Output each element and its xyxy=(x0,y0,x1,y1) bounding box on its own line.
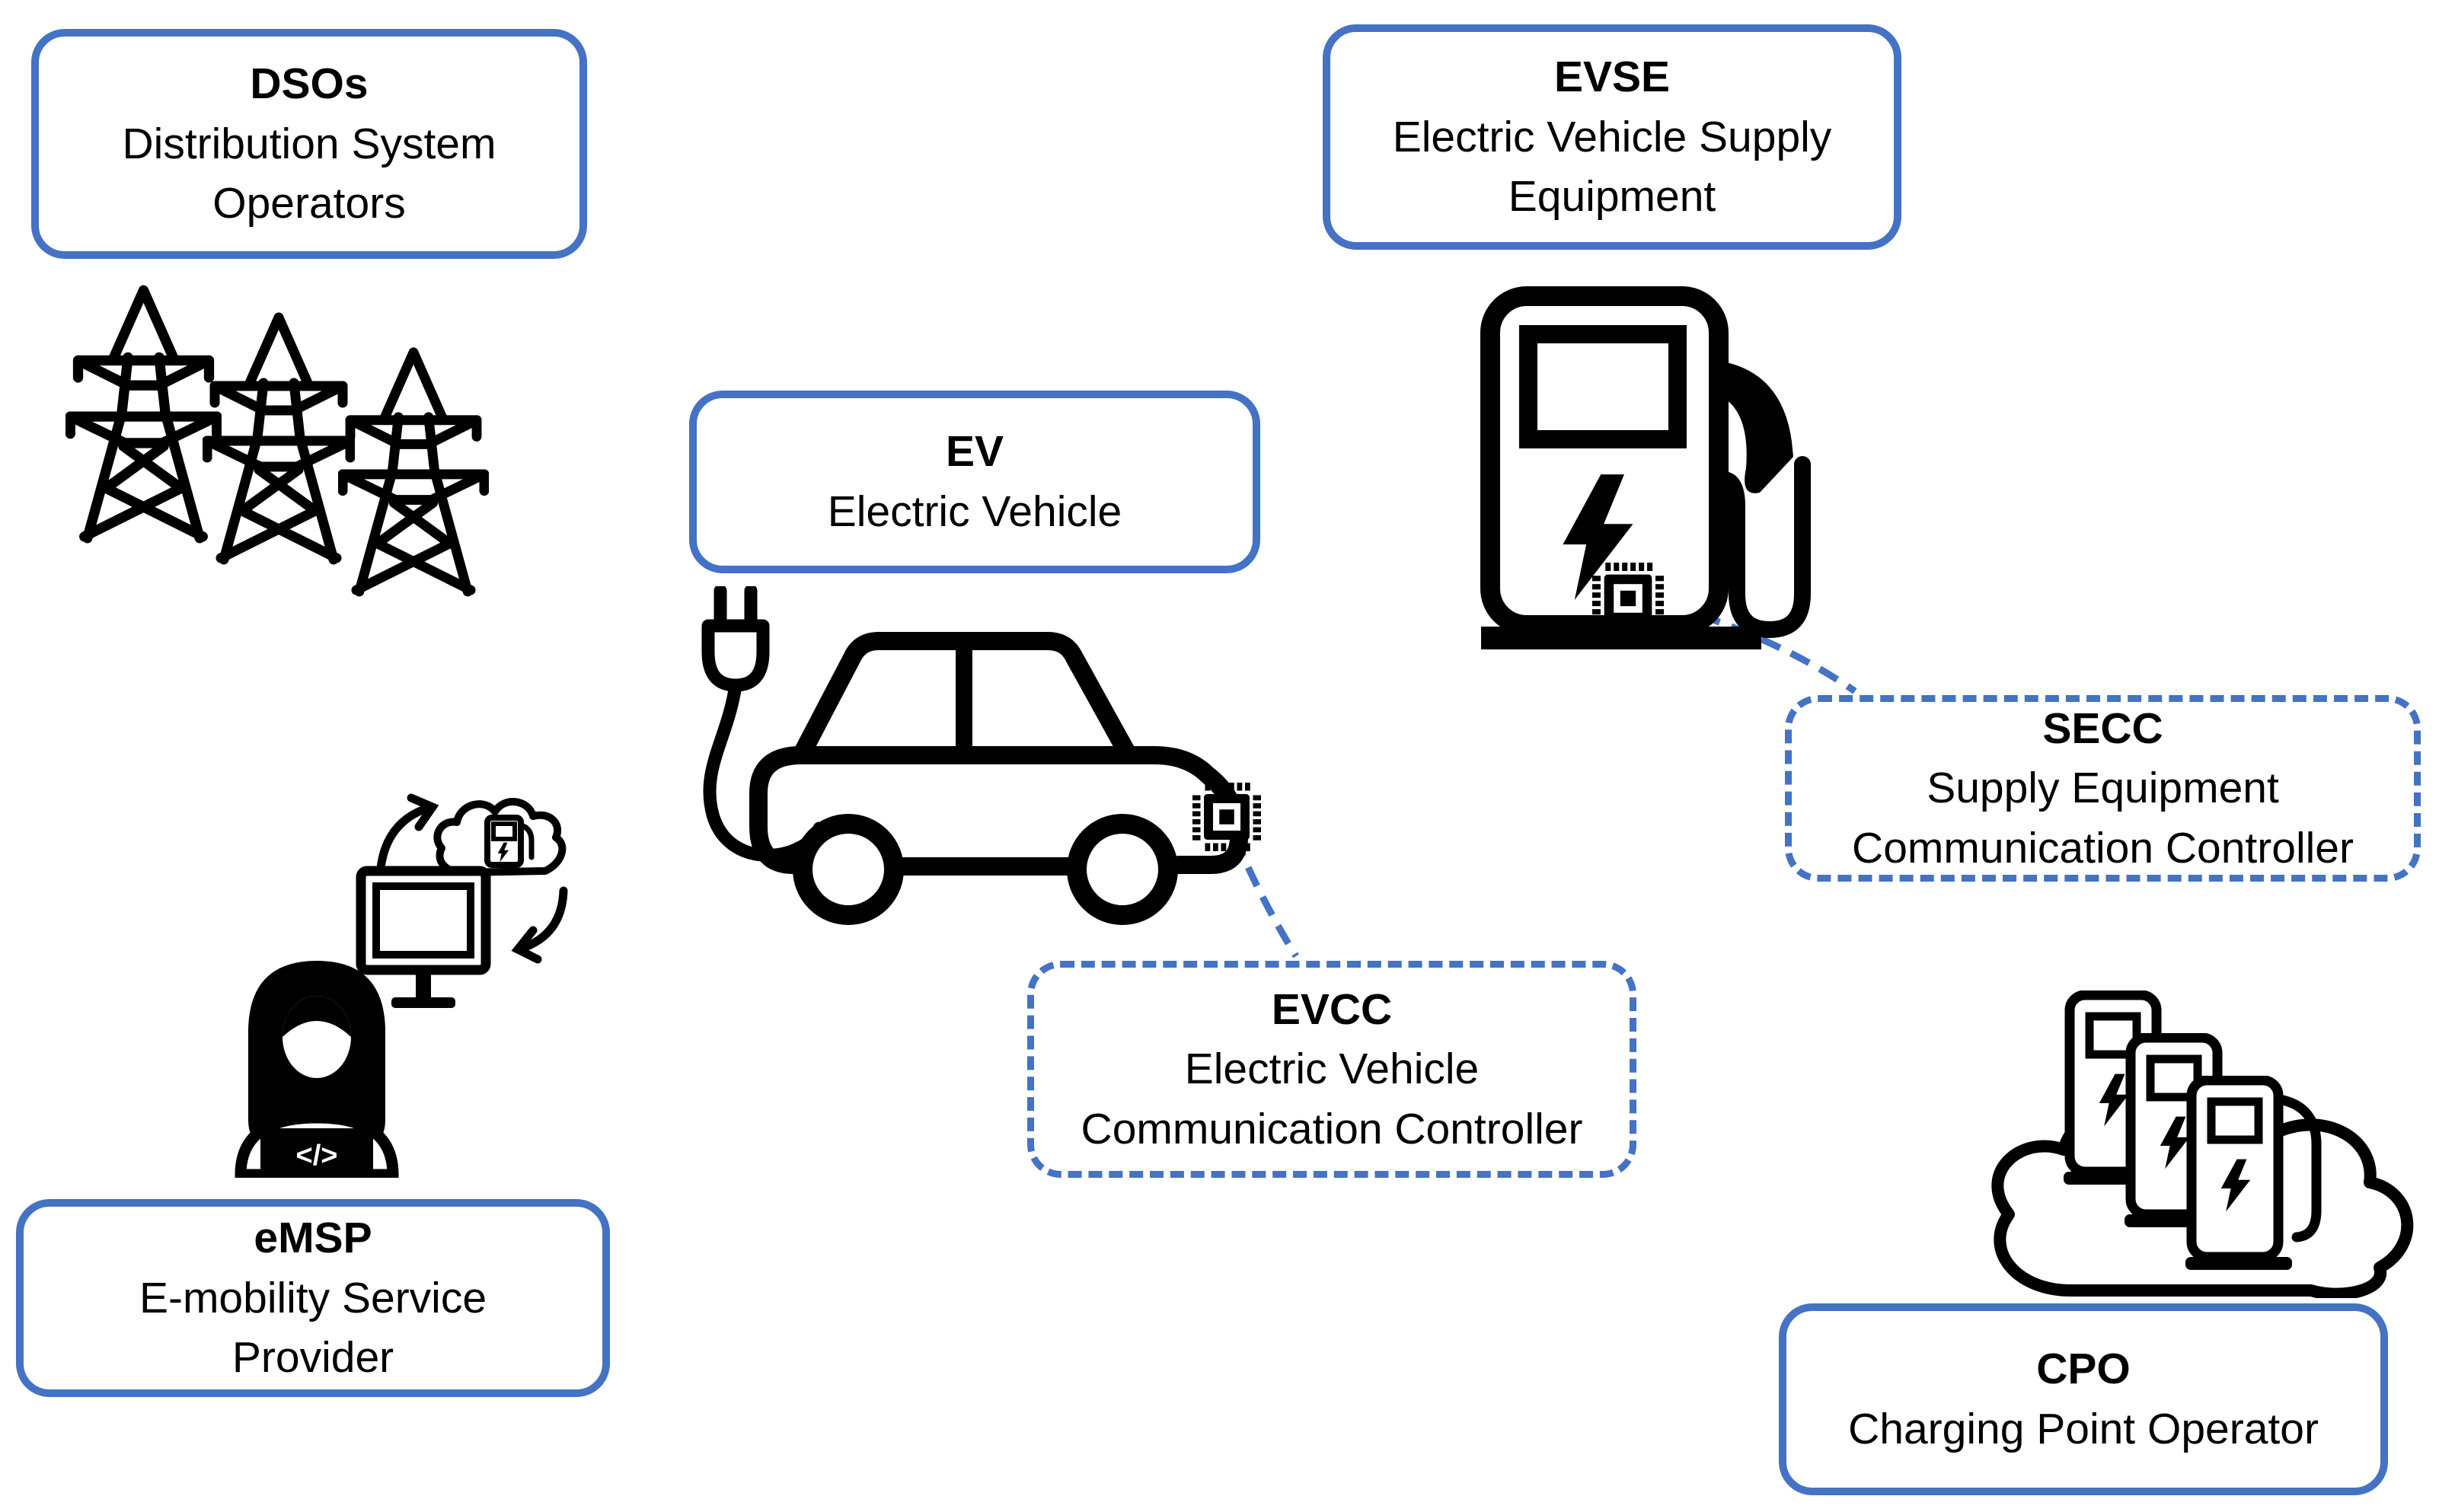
node-secc-abbr: SECC xyxy=(2042,703,2163,753)
plug-icon xyxy=(701,619,770,692)
node-secc: SECC Supply Equipment Communication Cont… xyxy=(1785,695,2421,882)
node-dsos-label: DSOs Distribution System Operators xyxy=(50,54,568,234)
node-cpo-abbr: CPO xyxy=(2036,1345,2131,1394)
electric-car-icon xyxy=(701,586,1261,925)
node-ev-label: EV Electric Vehicle xyxy=(708,422,1241,541)
car-body xyxy=(749,746,1248,874)
tower-icon xyxy=(343,352,484,592)
node-emsp: eMSP E-mobility Service Provider xyxy=(16,1199,610,1397)
node-evse-abbr: EVSE xyxy=(1553,53,1671,102)
emsp-operator-icon: </> xyxy=(235,793,568,1178)
node-secc-label: SECC Supply Equipment Communication Cont… xyxy=(1806,699,2400,879)
node-evcc-name: Electric Vehicle Communication Controlle… xyxy=(1081,1045,1583,1153)
node-evcc-label: EVCC Electric Vehicle Communication Cont… xyxy=(1042,980,1621,1160)
node-secc-name: Supply Equipment Communication Controlle… xyxy=(1852,764,2354,872)
node-evcc-abbr: EVCC xyxy=(1271,984,1393,1034)
node-dsos-name: Distribution System Operators xyxy=(122,119,496,228)
charging-pump-icon xyxy=(2185,1080,2292,1270)
nozzle-hose xyxy=(1716,456,1811,639)
node-emsp-label: eMSP E-mobility Service Provider xyxy=(62,1208,564,1388)
node-evse-label: EVSE Electric Vehicle Supply Equipment xyxy=(1330,47,1894,227)
front-wheel xyxy=(793,814,904,925)
person-icon: </> xyxy=(235,961,399,1178)
laptop-code-text: </> xyxy=(296,1140,338,1172)
rear-wheel xyxy=(1067,814,1178,925)
node-cpo-label: CPO Charging Point Operator xyxy=(1790,1339,2377,1459)
node-emsp-name: E-mobility Service Provider xyxy=(139,1273,487,1383)
node-emsp-abbr: eMSP xyxy=(254,1214,372,1263)
connector-evse-secc xyxy=(1668,601,1857,694)
node-dsos-abbr: DSOs xyxy=(250,59,369,109)
cpo-cloud-icon xyxy=(1991,986,2414,1298)
transmission-towers-icon xyxy=(65,279,507,599)
node-ev: EV Electric Vehicle xyxy=(689,391,1260,573)
node-evcc: EVCC Electric Vehicle Communication Cont… xyxy=(1027,961,1636,1178)
tower-icon xyxy=(207,317,350,560)
node-evse: EVSE Electric Vehicle Supply Equipment xyxy=(1323,24,1901,250)
tower-icon xyxy=(70,290,216,537)
nozzle-handle xyxy=(1716,362,1793,493)
sync-arrows-icon xyxy=(376,793,568,964)
node-ev-abbr: EV xyxy=(945,427,1004,477)
pump-nozzle xyxy=(2278,1095,2322,1242)
node-evse-name: Electric Vehicle Supply Equipment xyxy=(1392,112,1832,222)
node-cpo-name: Charging Point Operator xyxy=(1848,1405,2319,1453)
charger-screen xyxy=(1519,325,1687,448)
node-dsos: DSOs Distribution System Operators xyxy=(31,29,587,259)
laptop-icon xyxy=(260,1128,373,1172)
node-cpo: CPO Charging Point Operator xyxy=(1779,1303,2388,1495)
monitor-icon xyxy=(356,866,491,1008)
node-ev-name: Electric Vehicle xyxy=(827,487,1122,536)
cloud-icon xyxy=(433,798,567,876)
charging-station-icon xyxy=(1480,286,1811,649)
